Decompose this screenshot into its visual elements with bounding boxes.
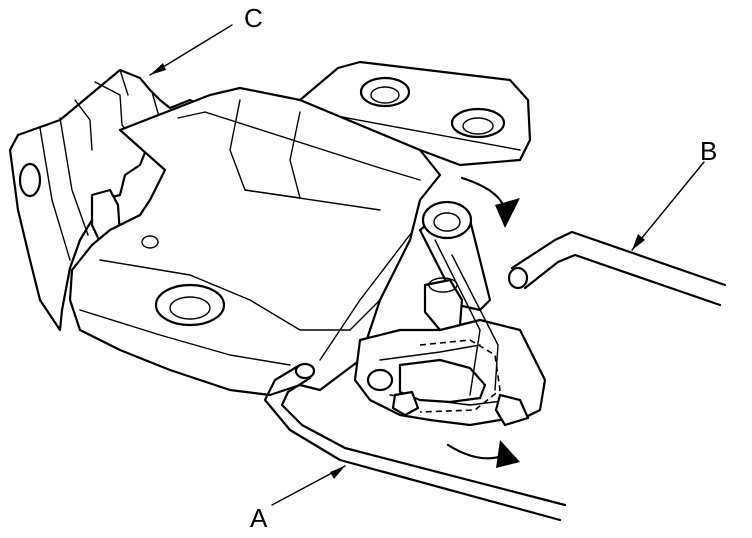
leader-line-b [631,161,705,251]
lower-mechanism [353,318,547,427]
leader-lines [149,24,705,506]
leader-arrow-b [632,234,645,250]
rod-b [319,230,727,361]
rod-a [263,362,567,522]
rotation-arrow-icon [446,176,520,468]
upper-flange-plate [298,60,532,167]
leader-arrow-a [330,466,345,479]
callout-b: B [700,136,717,166]
leader-arrow-c [150,63,166,75]
pivot-lever [418,200,499,396]
callout-a: A [250,503,268,533]
callout-c: C [244,3,263,33]
